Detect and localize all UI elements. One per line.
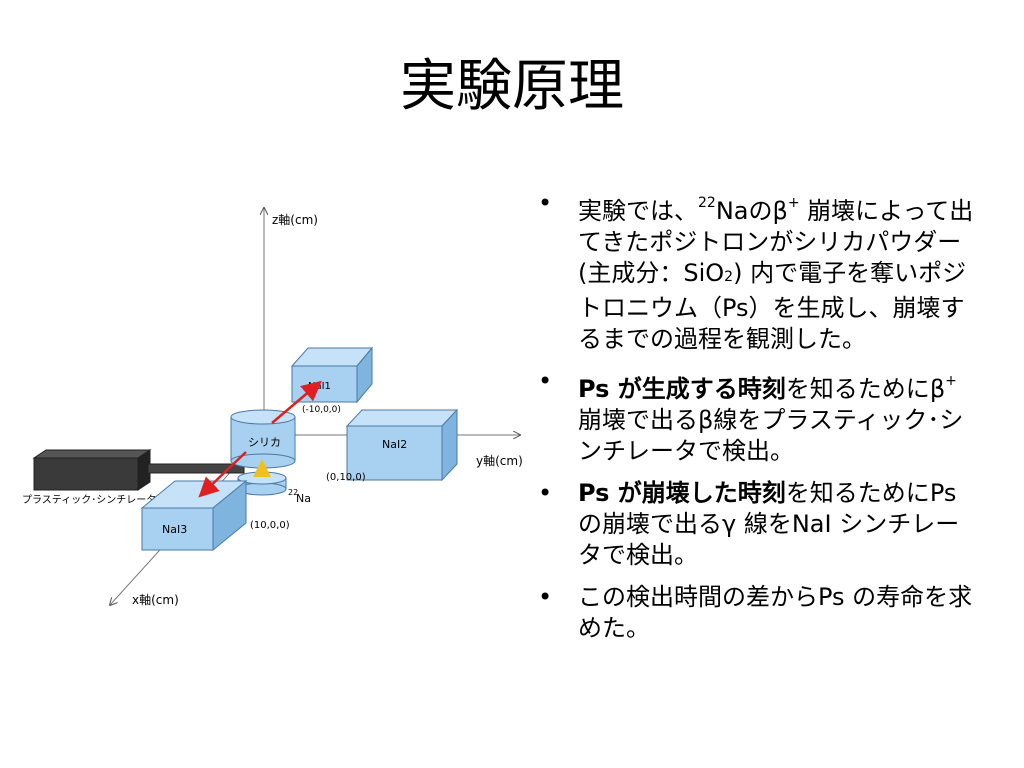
page-title: 実験原理 xyxy=(400,54,624,119)
nai2-label: NaI2 xyxy=(382,438,407,451)
bullet-item: この検出時間の差からPs の寿命を求めた。 xyxy=(538,582,980,644)
nai3-detector xyxy=(140,479,248,552)
na-symbol: Na xyxy=(296,492,311,505)
experiment-diagram: z軸(cm) y軸(cm) x軸(cm) NaI2 (0,10,0) NaI1 … xyxy=(22,0,523,607)
nai3-label: NaI3 xyxy=(162,523,187,536)
silica-cylinder xyxy=(230,409,296,469)
nai2-detector xyxy=(345,408,459,482)
bullet-list: 実験では、22Naのβ+ 崩壊によって出てきたポジトロンがシリカパウダー(主成分… xyxy=(538,188,980,655)
z-axis-label: z軸(cm) xyxy=(272,213,318,227)
gamma-arrow-down xyxy=(198,451,247,498)
silica-label: シリカ xyxy=(248,436,281,449)
gamma-arrow-up xyxy=(271,380,322,424)
bullet-item: Ps が生成する時刻を知るためにβ+ 崩壊で出るβ線をプラスティック･シンチレー… xyxy=(538,366,980,467)
coord-neg10-0-0: (-10,0,0) xyxy=(302,405,341,415)
na-source xyxy=(237,471,287,496)
coord-10-0-0: (10,0,0) xyxy=(250,520,290,531)
plastic-scintillator xyxy=(32,449,245,491)
na-mass-number: 22 xyxy=(288,488,298,497)
nai1-detector xyxy=(290,346,374,404)
bullet-item: Ps が崩壊した時刻を知るためにPs の崩壊で出るγ 線をNaI シンチレータで… xyxy=(538,478,980,571)
bullet-item: 実験では、22Naのβ+ 崩壊によって出てきたポジトロンがシリカパウダー(主成分… xyxy=(538,188,980,355)
x-axis-label: x軸(cm) xyxy=(132,593,179,607)
coord-0-10-0: (0,10,0) xyxy=(326,472,366,483)
y-axis-label: y軸(cm) xyxy=(476,454,523,468)
scintillator-label: プラスティック･シンチレータ xyxy=(22,494,156,506)
